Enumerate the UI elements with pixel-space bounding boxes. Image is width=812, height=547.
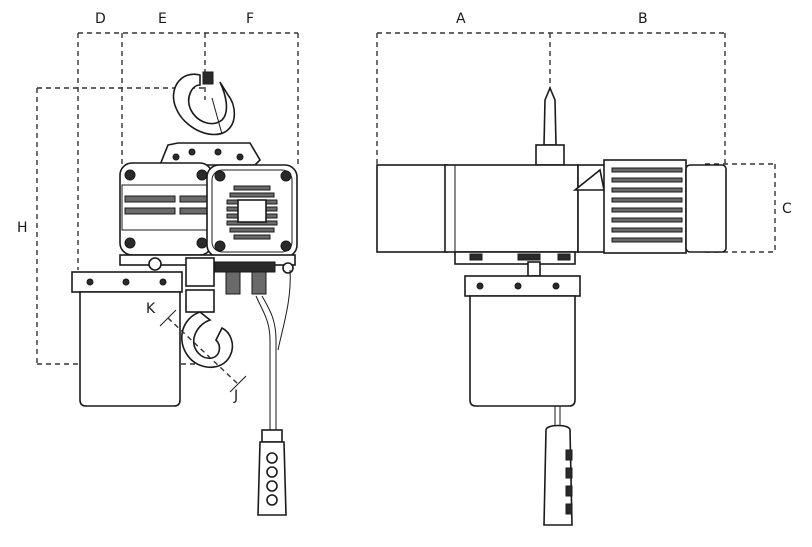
dimension-label-j: J (233, 388, 238, 404)
front-underbody (454, 251, 576, 277)
front-body (376, 164, 607, 253)
bottom-hook (180, 289, 234, 369)
front-hook (535, 85, 565, 166)
front-motor (603, 159, 727, 254)
dimension-lines-def (77, 32, 299, 270)
dimension-lines-ab (376, 32, 726, 165)
chain-bag (71, 271, 183, 407)
dimension-label-d: D (95, 11, 106, 27)
front-view (376, 32, 776, 526)
dimension-label-f: F (246, 11, 254, 27)
gearbox-body (119, 162, 213, 256)
front-pendant (543, 406, 573, 526)
motor-box (206, 164, 298, 258)
dimension-label-a: A (456, 11, 466, 27)
side-view (36, 32, 299, 516)
dimension-label-h: H (17, 220, 28, 236)
lower-plate (119, 254, 296, 295)
top-hook (172, 71, 236, 136)
dimension-label-c: C (782, 201, 792, 217)
dimension-label-b: B (638, 11, 648, 27)
pendant (255, 269, 291, 516)
dimension-label-e: E (158, 11, 167, 27)
front-chain-bag (464, 275, 581, 407)
dimension-lines-jk (159, 309, 247, 393)
dimension-label-k: K (146, 301, 156, 317)
